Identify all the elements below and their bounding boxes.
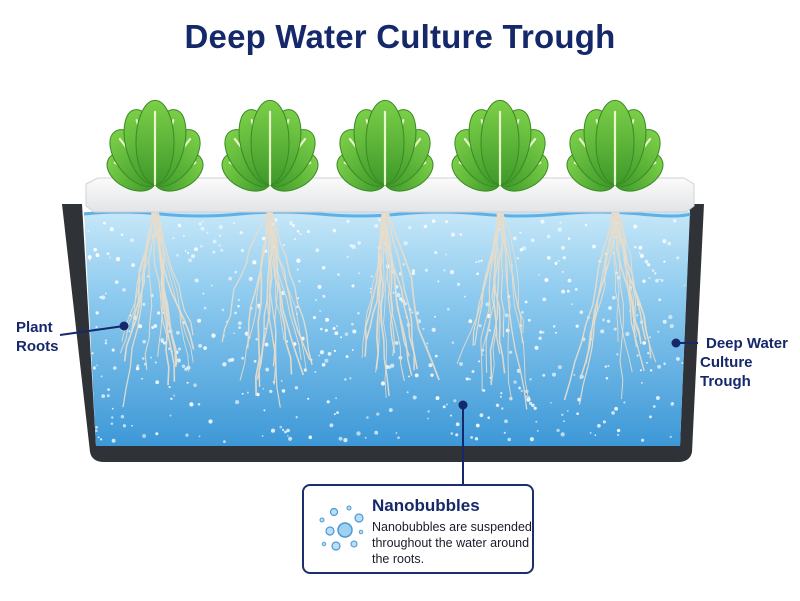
root-strand bbox=[239, 209, 270, 381]
plants-group bbox=[106, 99, 664, 192]
lettuce-plant bbox=[451, 99, 549, 192]
root-strand bbox=[130, 209, 156, 332]
root-strand bbox=[269, 209, 313, 366]
root-strand bbox=[123, 209, 153, 362]
plant-roots-group bbox=[119, 209, 657, 410]
root-strand bbox=[489, 209, 504, 386]
root-strand bbox=[270, 209, 307, 372]
root-strand bbox=[271, 209, 285, 341]
plant-roots-label-line2: Roots bbox=[16, 338, 59, 355]
diagram-title: Deep Water Culture Trough bbox=[184, 18, 616, 55]
root-strand bbox=[375, 209, 384, 370]
root-strand bbox=[612, 209, 642, 345]
root-strand bbox=[496, 209, 524, 344]
lettuce-plant bbox=[566, 99, 664, 192]
root-strand bbox=[497, 209, 513, 401]
root-strand bbox=[269, 209, 281, 408]
trough-label-line2: Culture Trough bbox=[700, 354, 753, 390]
root-cluster bbox=[456, 209, 529, 410]
root-strand bbox=[616, 209, 647, 341]
root-strand bbox=[612, 209, 620, 342]
lettuce-plant bbox=[336, 99, 434, 192]
root-strand bbox=[493, 209, 506, 374]
water bbox=[84, 212, 690, 446]
nanobubbles-callout: Nanobubbles Nanobubbles are suspended th… bbox=[302, 484, 534, 574]
root-strand bbox=[144, 209, 157, 370]
root-strand bbox=[375, 209, 388, 373]
root-strand bbox=[246, 209, 271, 349]
root-cluster bbox=[563, 209, 657, 405]
root-strand bbox=[155, 209, 176, 382]
root-strand bbox=[563, 209, 614, 401]
root-strand bbox=[585, 209, 617, 364]
root-strand bbox=[152, 209, 168, 350]
trough-dot bbox=[671, 338, 681, 348]
root-strand bbox=[267, 209, 305, 376]
root-strand bbox=[155, 209, 170, 386]
root-cluster bbox=[221, 209, 313, 408]
root-strand bbox=[221, 209, 270, 343]
lettuce-plant bbox=[221, 99, 319, 192]
plant-roots-label-line1: Plant bbox=[16, 319, 53, 336]
plant-roots-label: Plant Roots bbox=[16, 318, 86, 356]
trough-label-line1: Deep Water bbox=[706, 335, 788, 352]
plant-roots-leader bbox=[59, 325, 125, 336]
root-strand bbox=[474, 209, 501, 346]
root-strand bbox=[256, 209, 274, 380]
root-strand bbox=[382, 209, 413, 376]
root-strand bbox=[385, 209, 415, 371]
root-strand bbox=[613, 209, 633, 373]
trough-label: Deep Water Culture Trough bbox=[700, 334, 800, 391]
plant-roots-dot bbox=[119, 321, 129, 331]
root-strand bbox=[501, 209, 529, 400]
root-strand bbox=[384, 209, 405, 382]
root-cluster bbox=[361, 209, 440, 399]
lettuce-plant bbox=[106, 99, 204, 192]
root-strand bbox=[616, 209, 624, 400]
root-strand bbox=[382, 209, 418, 370]
callout-body: Nanobubbles are suspended throughout the… bbox=[372, 520, 532, 566]
callout-title: Nanobubbles bbox=[372, 496, 480, 515]
root-strand bbox=[386, 209, 440, 381]
root-strand bbox=[578, 210, 614, 405]
root-cluster bbox=[119, 209, 195, 408]
root-strand bbox=[121, 209, 159, 342]
bubbles-icon bbox=[319, 505, 364, 551]
nanobubbles-dot bbox=[458, 400, 468, 410]
root-strand bbox=[485, 209, 502, 373]
